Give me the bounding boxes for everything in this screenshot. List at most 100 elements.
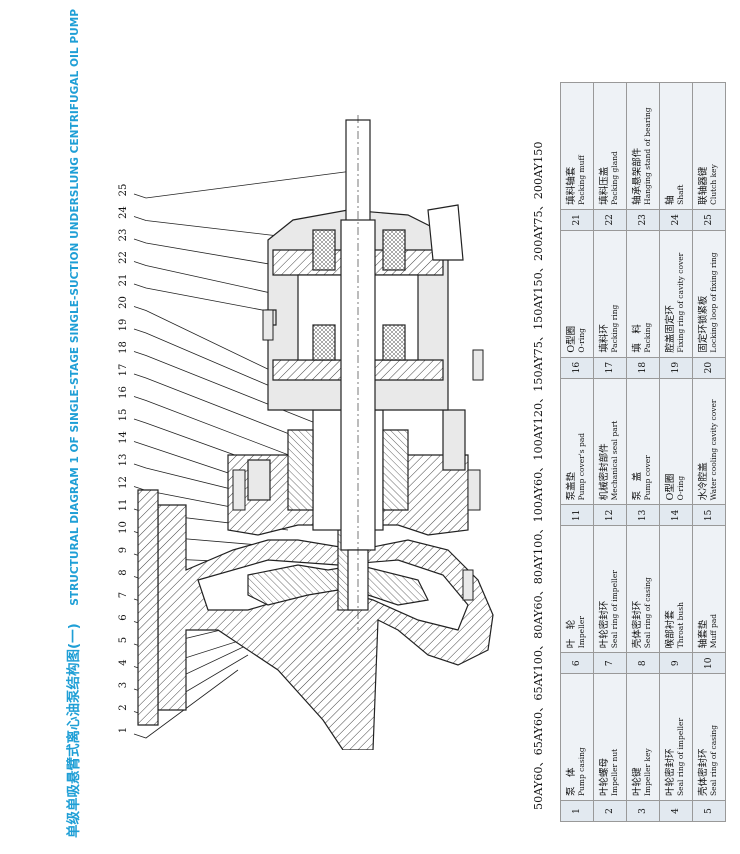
part-number: 2 bbox=[593, 800, 627, 822]
part-name-en: Packing muff bbox=[577, 155, 587, 205]
callout-number: 10 bbox=[118, 521, 129, 534]
shaft bbox=[340, 115, 376, 630]
part-number: 22 bbox=[593, 209, 627, 231]
part-name-en: Locking loop of fixing ring bbox=[709, 252, 719, 353]
callout-number: 9 bbox=[118, 547, 129, 553]
part-name-en: O-ring bbox=[676, 475, 686, 501]
callout-number: 23 bbox=[118, 229, 129, 242]
part-number: 16 bbox=[560, 357, 594, 379]
part-name-en: Packing gland bbox=[610, 151, 620, 205]
part-number: 17 bbox=[593, 357, 627, 379]
callout-number: 17 bbox=[118, 364, 129, 377]
part-number: 12 bbox=[593, 504, 627, 526]
model-list-text: 50AY60、65AY60、65AY100、80AY60、80AY100、100… bbox=[532, 141, 545, 810]
part-number: 3 bbox=[626, 800, 660, 822]
part-name-en: Impeller nut bbox=[610, 748, 620, 796]
part-name-en: Seal ring of impeller bbox=[610, 570, 620, 649]
part-name-en: Hanging stand of bearing bbox=[643, 107, 653, 205]
part-number: 23 bbox=[626, 209, 660, 231]
part-number: 21 bbox=[560, 209, 594, 231]
part-number: 13 bbox=[626, 504, 660, 526]
part-name-en: Packing ring bbox=[610, 304, 620, 353]
part-number: 20 bbox=[692, 357, 726, 379]
leader-line bbox=[133, 669, 239, 739]
part-number: 4 bbox=[659, 800, 693, 822]
part-name-en: Packing bbox=[643, 322, 653, 353]
part-number: 11 bbox=[560, 504, 594, 526]
callout-number: 5 bbox=[118, 637, 129, 643]
part-name-en: Seal ring of casing bbox=[643, 577, 653, 649]
part-number: 25 bbox=[692, 209, 726, 231]
callout-number: 24 bbox=[118, 206, 129, 219]
pump-cross-section-drawing: 1234567891011121314151617181920212223242… bbox=[118, 115, 494, 750]
part-number: 14 bbox=[659, 504, 693, 526]
callout-number: 20 bbox=[118, 296, 129, 309]
part-name-en: Water cooling cavity cover bbox=[709, 399, 719, 501]
leader-line bbox=[133, 169, 361, 199]
leader-line bbox=[133, 351, 359, 441]
callout-number: 18 bbox=[118, 341, 129, 354]
part-number: 6 bbox=[560, 652, 594, 674]
part-name-en: Pump cover's pad bbox=[577, 432, 587, 501]
part-name-en: Seal ring of impeller bbox=[676, 717, 686, 796]
part-name-en: Seal ring of casing bbox=[709, 724, 719, 796]
callout-number: 7 bbox=[118, 592, 129, 598]
callout-number: 3 bbox=[118, 682, 129, 688]
callout-number: 14 bbox=[118, 431, 129, 444]
callout-number: 25 bbox=[118, 184, 129, 197]
part-name-en: Shaft bbox=[676, 184, 686, 205]
callout-number: 19 bbox=[118, 319, 129, 332]
part-name-en: Pump casing bbox=[577, 747, 587, 796]
leader-line bbox=[133, 373, 344, 456]
part-number: 9 bbox=[659, 652, 693, 674]
part-name-en: Mechanical seal part bbox=[610, 420, 620, 501]
part-number: 5 bbox=[692, 800, 726, 822]
part-name-en: Clutch key bbox=[709, 164, 719, 205]
part-number: 10 bbox=[692, 652, 726, 674]
callout-number: 12 bbox=[118, 476, 129, 489]
title-cn: 单级单吸悬臂式离心油泵结构图(一) bbox=[66, 623, 82, 838]
pump-casing bbox=[137, 489, 494, 750]
callout-number: 21 bbox=[118, 274, 129, 287]
title-en: STRUCTURAL DIAGRAM 1 OF SINGLE-STAGE SIN… bbox=[69, 8, 81, 606]
part-number: 19 bbox=[659, 357, 693, 379]
part-name-en: Muff pad bbox=[709, 613, 719, 649]
model-list: 50AY60、65AY60、65AY100、80AY60、80AY100、100… bbox=[530, 120, 550, 810]
diagram-title: 单级单吸悬臂式离心油泵结构图(一) STRUCTURAL DIAGRAM 1 O… bbox=[62, 9, 82, 838]
part-number: 24 bbox=[659, 209, 693, 231]
part-name-en: Throat bush bbox=[676, 602, 686, 649]
callout-number: 2 bbox=[118, 704, 129, 710]
callout-number: 8 bbox=[118, 569, 129, 575]
part-number: 18 bbox=[626, 357, 660, 379]
callout-number: 22 bbox=[118, 251, 129, 264]
part-number: 1 bbox=[560, 800, 594, 822]
callout-number: 11 bbox=[118, 499, 129, 512]
